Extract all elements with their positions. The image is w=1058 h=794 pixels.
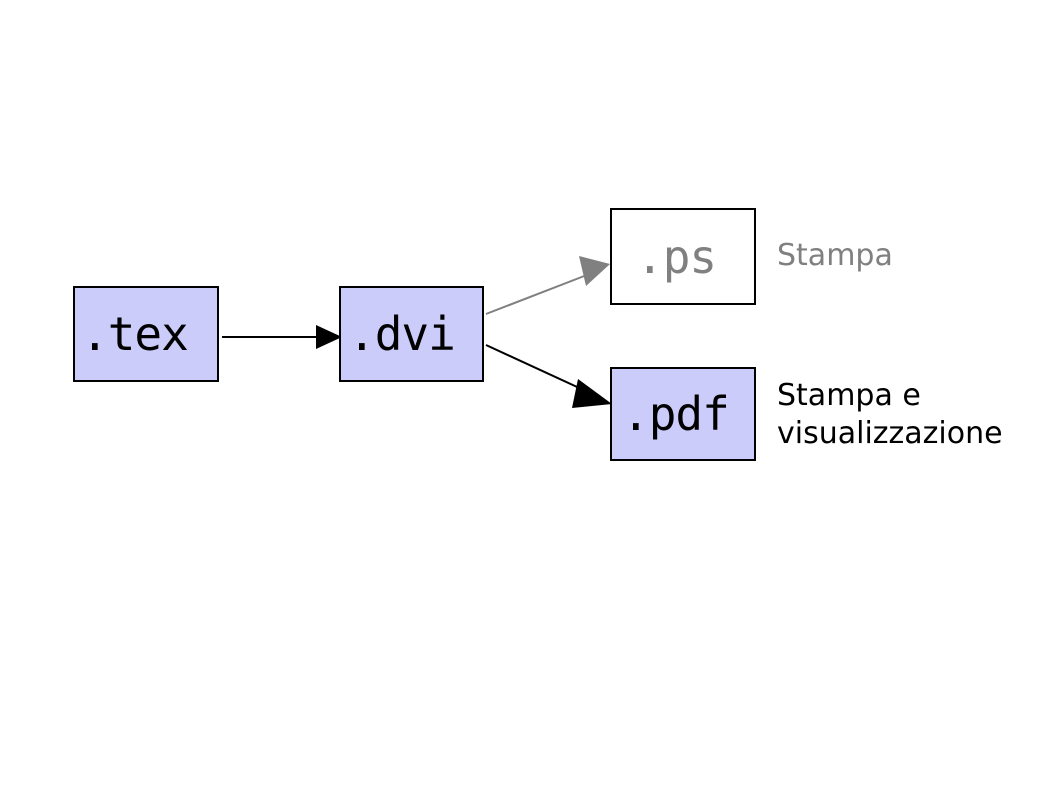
caption-pdf: Stampa e visualizzazione bbox=[777, 378, 1003, 451]
node-dvi-label: .dvi bbox=[348, 307, 456, 361]
node-pdf-label: .pdf bbox=[622, 387, 730, 441]
edge-dvi-to-ps bbox=[485, 256, 610, 315]
node-ps-label: .ps bbox=[636, 229, 717, 284]
edge-dvi-to-pdf bbox=[485, 344, 612, 408]
node-pdf[interactable]: .pdf bbox=[610, 367, 756, 461]
edge-tex-to-dvi bbox=[222, 325, 342, 349]
node-dvi[interactable]: .dvi bbox=[339, 286, 484, 382]
caption-ps: Stampa bbox=[777, 238, 893, 273]
node-tex[interactable]: .tex bbox=[73, 286, 219, 382]
node-ps[interactable]: .ps bbox=[610, 208, 756, 305]
node-tex-label: .tex bbox=[81, 307, 189, 361]
